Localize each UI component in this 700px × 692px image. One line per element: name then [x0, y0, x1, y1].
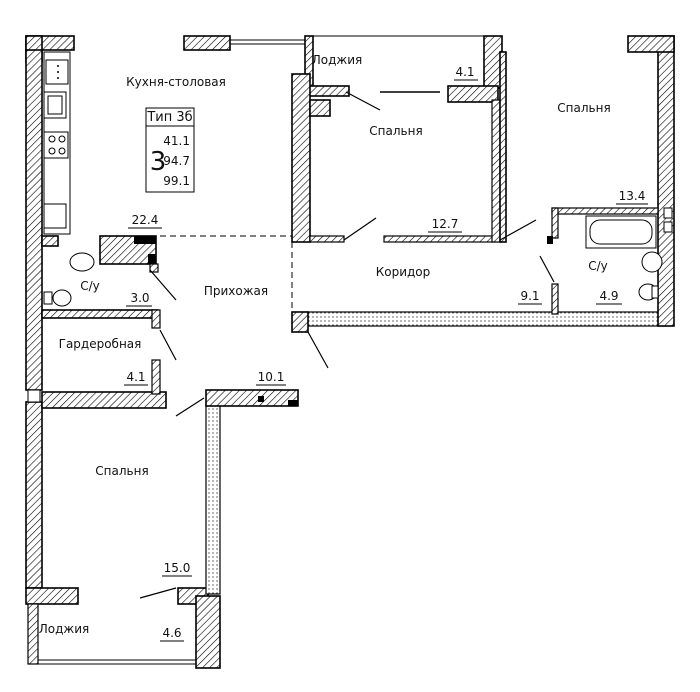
room-label-bedroom-right: Спальня	[557, 101, 610, 115]
exterior-walls	[25, 35, 675, 669]
interior-walls	[41, 51, 659, 395]
room-label-wardrobe: Гардеробная	[59, 337, 142, 351]
area-with-loggia: 99.1	[163, 174, 190, 188]
room-labels: Кухня-столовая 22.4 Лоджия 4.1 Спальня 1…	[39, 53, 646, 640]
room-area-loggia-top: 4.1	[455, 65, 474, 79]
doors	[139, 91, 555, 599]
rooms-count: 3	[150, 147, 167, 177]
room-label-bathroom-right: С/у	[588, 259, 608, 273]
room-area-bathroom-right: 4.9	[599, 289, 618, 303]
room-label-bedroom-bottom: Спальня	[95, 464, 148, 478]
room-area-bathroom-left: 3.0	[130, 291, 149, 305]
room-area-hallway: 10.1	[258, 370, 285, 384]
area-living: 41.1	[163, 134, 190, 148]
fixtures	[43, 51, 673, 307]
area-underlines	[124, 79, 648, 642]
room-label-corridor: Коридор	[376, 265, 431, 279]
room-area-wardrobe: 4.1	[126, 370, 145, 384]
room-area-loggia-bottom: 4.6	[162, 626, 181, 640]
room-area-corridor: 9.1	[520, 289, 539, 303]
room-label-kitchen: Кухня-столовая	[126, 75, 226, 89]
room-area-bedroom-center: 12.7	[432, 217, 459, 231]
room-area-kitchen: 22.4	[132, 213, 159, 227]
room-label-bathroom-left: С/у	[80, 279, 100, 293]
room-label-bedroom-center: Спальня	[369, 124, 422, 138]
type-box: Тип 3б 3 41.1 94.7 99.1	[145, 107, 195, 193]
type-title: Тип 3б	[146, 110, 192, 125]
room-label-loggia-bottom: Лоджия	[39, 622, 90, 636]
area-total: 94.7	[163, 154, 190, 168]
room-area-bedroom-bottom: 15.0	[164, 561, 191, 575]
room-area-bedroom-right: 13.4	[619, 189, 646, 203]
room-label-loggia-top: Лоджия	[312, 53, 363, 67]
room-label-hallway: Прихожая	[204, 284, 268, 298]
